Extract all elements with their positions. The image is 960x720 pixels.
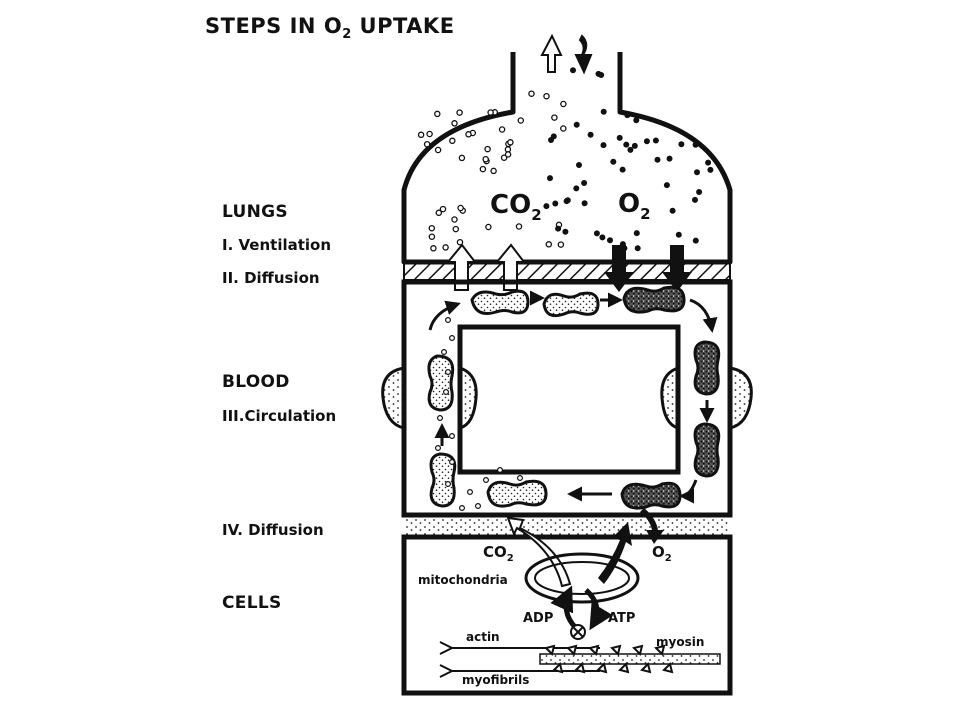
mitochondrion: [524, 552, 640, 604]
red-blood-cells: [427, 285, 721, 510]
rbc-bottom-2: [620, 481, 682, 510]
title-main: STEPS IN O: [205, 14, 343, 38]
rbc-left-1: [427, 354, 455, 412]
rbc-right-2: [693, 422, 721, 478]
cell-co2-label: CO2: [483, 543, 514, 564]
blood-o2-exit-arrow: [640, 508, 664, 544]
step-diffusion-tissue: IV. Diffusion: [222, 521, 324, 539]
title-rest: UPTAKE: [351, 14, 455, 38]
title-sub: 2: [342, 27, 352, 43]
airflow-out-arrow: [540, 33, 563, 73]
adp-atp-cycle: [550, 585, 614, 640]
blood-co2-particles: [435, 317, 523, 512]
rbc-top-3: [622, 285, 686, 314]
step-ventilation: I. Ventilation: [222, 236, 332, 254]
tissue-membrane: [404, 517, 730, 537]
section-lungs: LUNGS: [222, 202, 288, 222]
adp-label: ADP: [523, 611, 553, 626]
myosin-label: myosin: [656, 635, 704, 649]
atp-label: ATP: [608, 611, 635, 626]
section-blood: BLOOD: [222, 372, 290, 392]
co2-exit-arrow-1: [445, 243, 478, 291]
circulation-arrows: [428, 290, 718, 504]
airflow-in-arrow: [574, 34, 593, 75]
page-title: STEPS IN O2 UPTAKE: [205, 14, 455, 42]
myosin-filament: [539, 653, 721, 665]
cell-o2-entry-arrow: [598, 522, 632, 584]
cell-box: [401, 534, 733, 696]
myofibrils: [439, 641, 721, 678]
rbc-top-2: [542, 291, 600, 318]
actin-label: actin: [466, 630, 500, 644]
circulation-loop: [381, 279, 753, 518]
lung-o2-label: O2: [618, 189, 651, 223]
step-diffusion-lung: II. Diffusion: [222, 269, 320, 287]
rbc-top-1: [470, 289, 530, 315]
o2-particles: [543, 67, 714, 252]
mitochondria-label: mitochondria: [418, 573, 508, 587]
rbc-left-2: [429, 452, 457, 508]
myofibrils-label: myofibrils: [462, 673, 529, 687]
section-cells: CELLS: [222, 593, 282, 613]
lung-co2-label: CO2: [490, 190, 542, 224]
step-circulation: III.Circulation: [222, 407, 337, 425]
rbc-bottom-1: [486, 479, 548, 508]
co2-exit-arrow-2: [494, 243, 527, 291]
cell-o2-label: O2: [652, 543, 672, 564]
rbc-right-1: [693, 340, 721, 396]
co2-particles: [417, 90, 567, 252]
cell-co2-exit-arrow: [506, 516, 572, 588]
